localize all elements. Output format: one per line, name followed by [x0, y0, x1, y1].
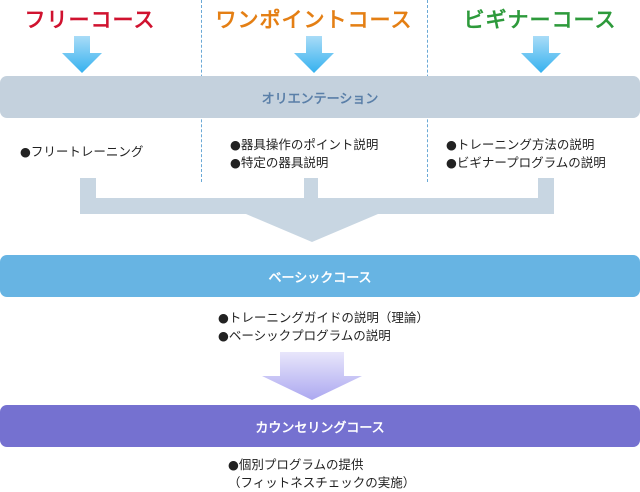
one-point-course-arrow: [294, 36, 334, 73]
basic-course-details: ●トレーニングガイドの説明（理論） ●ベーシックプログラムの説明: [218, 309, 429, 345]
orientation-bar: オリエンテーション: [0, 76, 640, 118]
beginner-course-details: ●トレーニング方法の説明 ●ビギナープログラムの説明: [446, 136, 606, 172]
detail-line: ●トレーニング方法の説明: [446, 137, 595, 152]
detail-line: （フィットネスチェックの実施）: [228, 475, 416, 490]
basic-course-bar: ベーシックコース: [0, 255, 640, 297]
counseling-course-label: カウンセリングコース: [255, 420, 385, 436]
detail-line: ●特定の器具説明: [230, 155, 329, 170]
one-point-course-title: ワンポイントコース: [215, 8, 413, 32]
detail-line: ●フリートレーニング: [20, 144, 144, 159]
detail-line: ●個別プログラムの提供: [228, 457, 364, 472]
basic-course-label: ベーシックコース: [268, 270, 372, 286]
one-point-course-details: ●器具操作のポイント説明 ●特定の器具説明: [230, 136, 378, 172]
free-course-arrow: [62, 36, 102, 73]
merge-arrow: [80, 178, 554, 242]
detail-line: ●器具操作のポイント説明: [230, 137, 379, 152]
counseling-arrow: [262, 352, 362, 400]
counseling-course-bar: カウンセリングコース: [0, 405, 640, 447]
detail-line: ●トレーニングガイドの説明（理論）: [218, 310, 429, 325]
free-course-details: ●フリートレーニング: [20, 143, 143, 161]
beginner-course-title: ビギナーコース: [463, 8, 617, 32]
counseling-course-details: ●個別プログラムの提供 （フィットネスチェックの実施）: [228, 456, 415, 492]
free-course-title: フリーコース: [24, 8, 156, 32]
detail-line: ●ベーシックプログラムの説明: [218, 328, 391, 343]
detail-line: ●ビギナープログラムの説明: [446, 155, 606, 170]
beginner-course-arrow: [521, 36, 561, 73]
orientation-label: オリエンテーション: [261, 91, 379, 107]
